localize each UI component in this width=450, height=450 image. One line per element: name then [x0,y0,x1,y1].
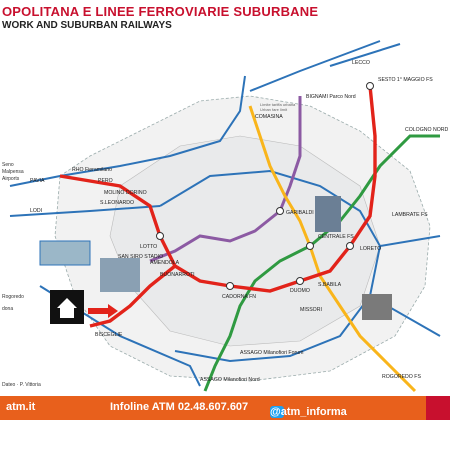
label-monza: LECCO [352,60,370,66]
website-link[interactable]: atm.it [6,401,36,413]
map-header: OPOLITANA E LINEE FERROVIARIE SUBURBANE … [0,0,450,34]
left-label-malpensa: Malpensa [2,169,24,175]
rail-line-north [249,40,381,92]
label-rogoredo: ROGOREDO FS [382,374,421,380]
label-garibaldi: GARIBALDI FS [286,210,322,216]
porta-nuova-photo [315,196,341,232]
label-sbabila: S.BABILA [318,282,342,288]
interchange-lotto [156,232,164,240]
interchange-garibaldi [276,207,284,215]
label-duomo: DUOMO [290,288,310,294]
brand-stripe [426,396,450,420]
interchange-centrale [306,242,314,250]
label-cologno: COLOGNO NORD [405,127,448,133]
label-pero: PERO [98,178,113,184]
label-amendola: AMENDOLA [150,260,180,266]
m5-line [149,96,302,263]
label-rho: RHO Fieramilano [72,167,112,173]
interchange-duomo [296,277,304,285]
label-abbiategrasso: ASSAGO Milanofiori Forum [240,350,303,356]
interchange-loreto [346,242,354,250]
interchange-sesto [366,82,374,90]
bottom-left-label: Dateo · P. Vittoria [2,382,41,388]
home-icon [50,290,118,324]
footer-bar: atm.it Infoline ATM 02.48.607.607 @atm_i… [0,396,450,420]
interchange-markers [156,82,374,290]
twitter-handle: @atm_informa [270,406,347,418]
rail-line-east [379,235,441,247]
label-sleonardo: S.LEONARDO [100,200,134,206]
label-cadorna: CADORNA FN [222,294,256,300]
label-missori: MISSORI [300,307,322,313]
label-bignami: BIGNAMI Parco Nord [306,94,356,100]
left-label-rogoredo: Rogoredo [2,294,24,300]
fare-limit-note: Limite tariffa urbana [260,102,296,107]
label-buonarroti: BUONARROTI [160,272,195,278]
footer: atm.it Infoline ATM 02.48.607.607 @atm_i… [0,396,450,450]
left-label-seno: Seno [2,162,14,168]
fare-limit-note-en: Urban fare limit [260,107,288,112]
duomo-photo [362,294,392,320]
label-novara: LODI [30,208,42,214]
twitter-icon [270,406,284,418]
m2-line [203,134,440,392]
m1-line [59,85,377,293]
label-comasina: COMASINA [255,114,283,120]
left-label-dona: dona [2,306,13,312]
citylife-photo [100,258,140,292]
station-labels: RHO Fieramilano PERO MOLINO DORINO S.LEO… [30,60,448,383]
label-sansiro: SAN SIRO STADIO [118,254,163,260]
map-subtitle: WORK AND SUBURBAN RAILWAYS [2,20,172,31]
map-title: OPOLITANA E LINEE FERROVIARIE SUBURBANE [2,4,319,19]
label-loreto: LORETO [360,246,381,252]
label-molino: MOLINO DORINO [104,190,147,196]
rail-line-saronno [329,43,401,67]
label-centrale: CENTRALE FS [318,234,354,240]
arrow-icon [88,304,118,318]
rail-line-west [9,205,161,217]
left-label-airports: Airports [2,176,20,182]
infoline-text: Infoline ATM 02.48.607.607 [110,401,249,413]
label-lambrate: LAMBRATE FS [392,212,428,218]
label-lotto: LOTTO [140,244,157,250]
label-bisceglie: BISCEGLIE [95,332,123,338]
label-assago: ASSAGO Milanofiori Nord [200,377,260,383]
label-sesto: SESTO 1° MAGGIO FS [378,77,433,83]
m1-branch-bisceglie [89,264,177,328]
interchange-cadorna [226,282,234,290]
label-varese: PAVIA [30,178,45,184]
metro-map: RHO Fieramilano PERO MOLINO DORINO S.LEO… [2,40,448,393]
san-siro-photo [39,240,91,266]
